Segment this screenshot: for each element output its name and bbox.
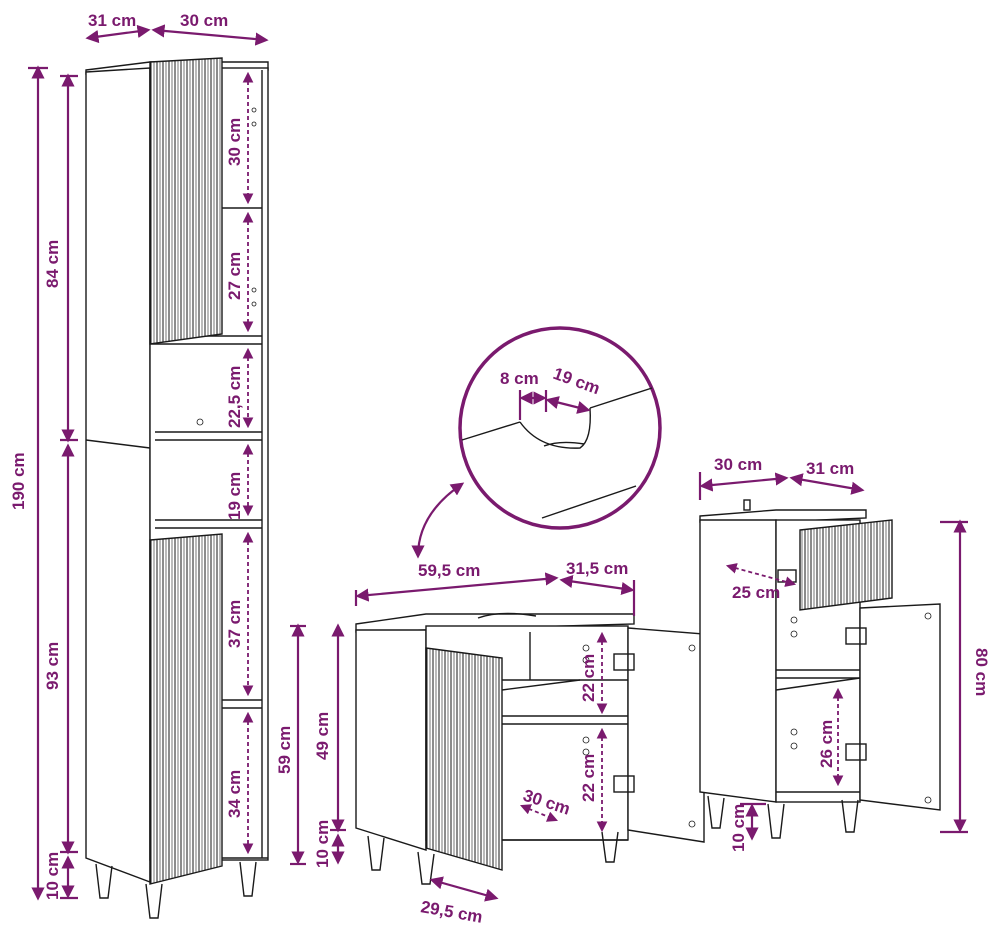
small-drawer-depth-label: 25 cm <box>732 583 780 602</box>
vanity-dimensions: 59,5 cm 31,5 cm 59 cm 49 cm 10 cm 22 cm … <box>275 559 636 927</box>
vanity-leg <box>367 835 385 871</box>
vanity-leg <box>417 851 435 885</box>
small-cabinet-leg <box>841 799 859 833</box>
vanity-height-label: 59 cm <box>275 726 294 774</box>
tall-cabinet-dimensions: 31 cm 30 cm 190 cm 84 cm 93 cm 10 cm 30 … <box>9 11 269 901</box>
small-depth-label: 31 cm <box>806 459 854 478</box>
tall-lower-height-label: 93 cm <box>43 642 62 690</box>
tall-shelf-1-label: 30 cm <box>225 118 244 166</box>
vanity-right-door <box>627 627 705 843</box>
hinge <box>845 743 867 761</box>
tall-total-height-label: 190 cm <box>9 452 28 510</box>
small-cabinet-side <box>699 519 777 803</box>
small-cabinet-leg <box>767 803 785 839</box>
vanity-leg <box>601 831 619 863</box>
tall-cabinet-side <box>85 67 151 884</box>
vanity-left-door <box>425 647 503 871</box>
small-cabinet <box>699 499 941 839</box>
small-cabinet-drawer <box>799 519 893 611</box>
vanity-width-label: 59,5 cm <box>418 561 480 580</box>
vanity-depth-label: 31,5 cm <box>566 559 628 578</box>
small-cabinet-door <box>859 603 941 811</box>
tall-cabinet-leg <box>239 861 257 897</box>
tall-shelf-6-label: 34 cm <box>225 770 244 818</box>
tall-leg-height-label: 10 cm <box>43 852 62 900</box>
tall-cabinet-upper-door <box>149 57 223 345</box>
tall-shelf-2-label: 27 cm <box>225 252 244 300</box>
vanity-cabinet <box>355 612 705 885</box>
vanity-inner-height-label: 49 cm <box>313 712 332 760</box>
tall-shelf-4-label: 19 cm <box>225 472 244 520</box>
cutout-detail: 8 cm 19 cm <box>411 326 662 559</box>
detail-pointer-arrow <box>411 482 465 559</box>
tall-shelf-3-label: 22,5 cm <box>225 366 244 428</box>
small-cabinet-leg <box>707 795 725 829</box>
cutout-width-label: 8 cm <box>500 369 539 388</box>
vanity-shelf-upper-label: 22 cm <box>579 654 598 702</box>
tall-cabinet-leg <box>95 863 113 899</box>
tall-cabinet-lower-door <box>149 533 223 885</box>
hinge <box>613 775 635 793</box>
hinge <box>845 627 867 645</box>
tall-upper-height-label: 84 cm <box>43 240 62 288</box>
vanity-side <box>355 629 427 851</box>
small-cabinet-dimensions: 30 cm 31 cm 80 cm 25 cm 26 cm 10 cm <box>698 455 988 852</box>
tall-depth-label: 31 cm <box>88 11 136 30</box>
vanity-shelf-lower-label: 22 cm <box>579 754 598 802</box>
small-shelf-label: 26 cm <box>817 720 836 768</box>
tall-shelf-5-label: 37 cm <box>225 600 244 648</box>
vanity-leg-height-label: 10 cm <box>313 820 332 868</box>
detail-circle <box>458 326 662 530</box>
hinge <box>613 653 635 671</box>
small-height-label: 80 cm <box>972 648 988 696</box>
small-leg-height-label: 10 cm <box>729 804 748 852</box>
tall-cabinet <box>85 57 269 919</box>
tall-width-label: 30 cm <box>180 11 228 30</box>
vanity-door-width-label: 29,5 cm <box>419 897 484 927</box>
tall-cabinet-leg <box>145 883 163 919</box>
small-width-label: 30 cm <box>714 455 762 474</box>
